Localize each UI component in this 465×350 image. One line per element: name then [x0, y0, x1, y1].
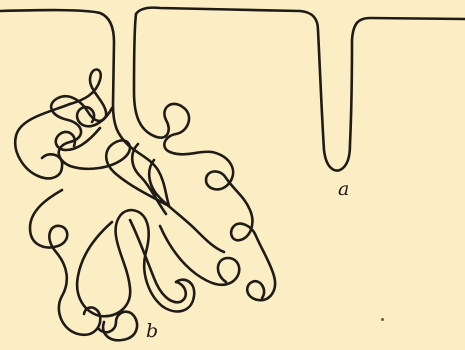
gland-b-inner-branch-center	[130, 220, 239, 302]
label-b: b	[146, 322, 158, 341]
ink-speck	[381, 318, 384, 321]
gland-b-inner-branch-left	[77, 210, 194, 316]
label-a: a	[338, 180, 349, 199]
simple-gland-a	[136, 8, 465, 171]
gland-b-right-lobes	[132, 14, 275, 300]
